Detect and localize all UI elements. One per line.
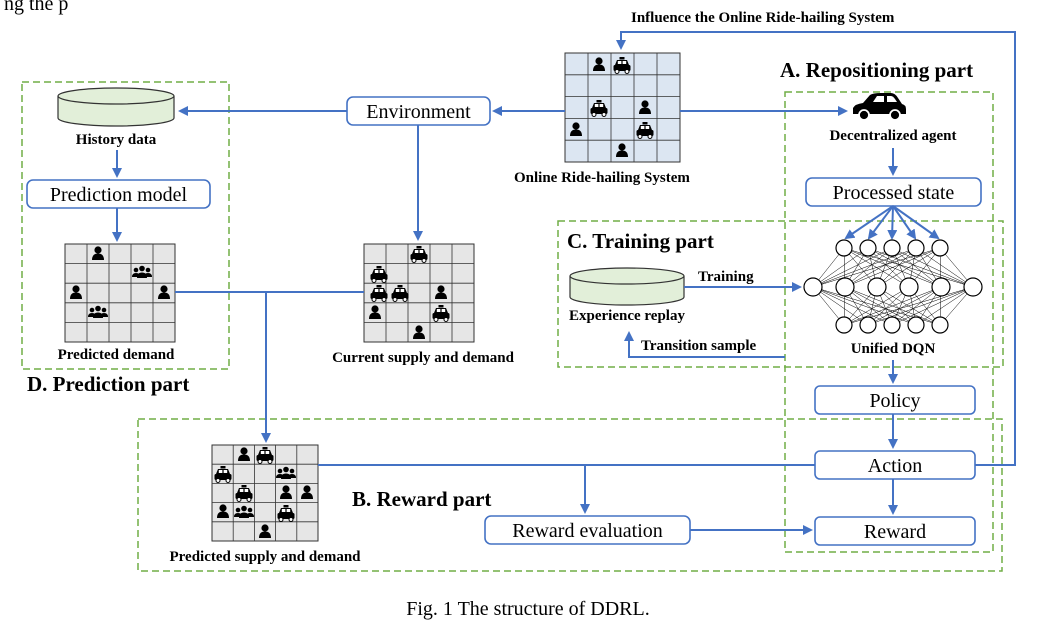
repositioning-part-border [784,91,994,553]
current-supply-demand-grid [363,243,475,343]
reward-evaluation-label: Reward evaluation [512,520,663,542]
figure-caption: Fig. 1 The structure of DDRL. [406,598,650,620]
online-system-label: Online Ride-hailing System [514,170,690,186]
policy-box [814,385,976,415]
prediction-model-label: Prediction model [50,184,188,206]
predicted-supply-demand-label: Predicted supply and demand [169,549,361,565]
reward-label: Reward [864,521,926,543]
prediction-part-border [21,81,230,370]
car-icon [853,93,906,121]
decentralized-agent-label: Decentralized agent [829,128,956,144]
current-supply-demand-label: Current supply and demand [332,350,515,366]
part-b-title: B. Reward part [352,487,491,511]
history-data-label: History data [76,132,157,148]
part-d-title: D. Prediction part [27,372,189,396]
experience-replay-label: Experience replay [569,308,685,324]
header-fragment: ng the p [4,0,68,15]
neural-network-icon [803,205,983,334]
transition-sample-label: Transition sample [641,338,756,354]
transition-sample-arrow [624,331,785,358]
reward-box [814,516,976,546]
predicted-demand-label: Predicted demand [58,347,175,363]
environment-label: Environment [366,101,471,123]
database-icon [57,87,175,127]
policy-label: Policy [869,390,920,412]
predicted-supply-demand-grid [211,444,319,542]
part-c-title: C. Training part [567,229,714,253]
unified-dqn-label: Unified DQN [851,341,936,357]
predicted-demand-grid [64,243,176,343]
influence-label: Influence the Online Ride-hailing System [631,10,895,26]
training-label: Training [698,269,754,285]
part-a-title: A. Repositioning part [780,58,973,82]
action-label: Action [868,455,922,477]
influence-arrow [616,31,1016,466]
online-system-grid [564,52,681,163]
prediction-model-box [26,179,211,209]
reward-part-border [137,418,1003,572]
processed-state-label: Processed state [833,182,955,204]
database-icon [569,267,685,306]
training-part-border [557,220,1004,368]
